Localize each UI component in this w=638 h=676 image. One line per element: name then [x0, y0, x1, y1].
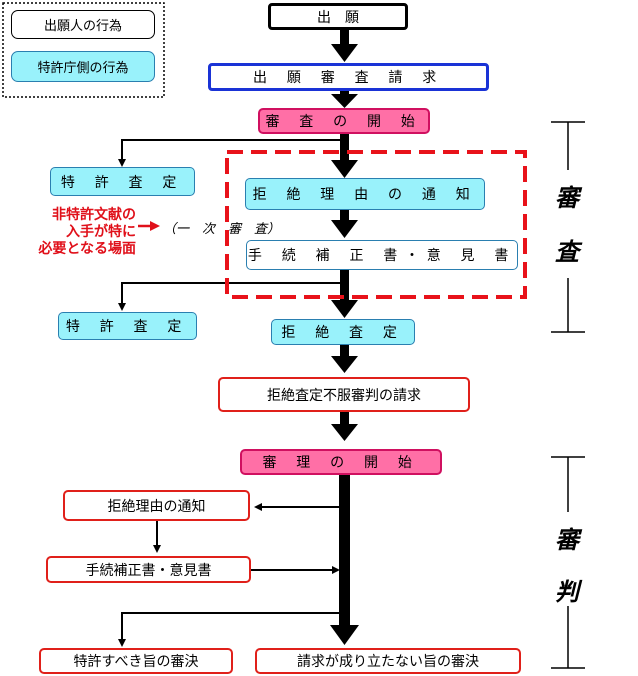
highlight-dashed-frame — [225, 150, 527, 299]
step-grant-decision: 特許すべき旨の審決 — [39, 648, 233, 674]
stage-exam-char-1: 審 — [555, 183, 579, 212]
step-final-rejection: 拒 絶 査 定 — [271, 319, 415, 345]
legend-frame — [2, 2, 165, 98]
stage-brackets — [551, 121, 585, 669]
nonpatent-literature-note: 非特許文献の 入手が特に 必要となる場面 — [38, 207, 136, 257]
step-trial-amendment: 手続補正書・意見書 — [46, 556, 251, 583]
stage-trial-char-2: 判 — [555, 577, 579, 606]
step-reject-decision: 請求が成り立たない旨の審決 — [255, 648, 521, 674]
stage-exam-char-2: 査 — [555, 237, 579, 266]
step-exam-start: 審 査 の 開 始 — [258, 108, 430, 134]
step-appeal-request: 拒絶査定不服審判の請求 — [218, 377, 470, 412]
step-filing: 出 願 — [268, 3, 408, 30]
step-grant-2: 特 許 査 定 — [58, 312, 197, 340]
step-trial-rejection-notice: 拒絶理由の通知 — [63, 490, 250, 521]
step-exam-request: 出 願 審 査 請 求 — [208, 63, 489, 91]
legend-office: 特許庁側の行為 — [11, 51, 155, 82]
legend-applicant: 出願人の行為 — [11, 10, 155, 39]
stage-trial-char-1: 審 — [555, 525, 579, 554]
first-examination-label: （一 次 審 査） — [163, 222, 281, 237]
step-amendment: 手 続 補 正 書・意 見 書 — [246, 240, 518, 270]
note-arrow — [138, 221, 160, 231]
step-rejection-notice: 拒 絶 理 由 の 通 知 — [245, 178, 485, 210]
branch-arrows — [118, 139, 345, 647]
step-trial-start: 審 理 の 開 始 — [240, 449, 442, 475]
main-spine — [330, 28, 359, 645]
step-grant-1: 特 許 査 定 — [50, 167, 195, 196]
